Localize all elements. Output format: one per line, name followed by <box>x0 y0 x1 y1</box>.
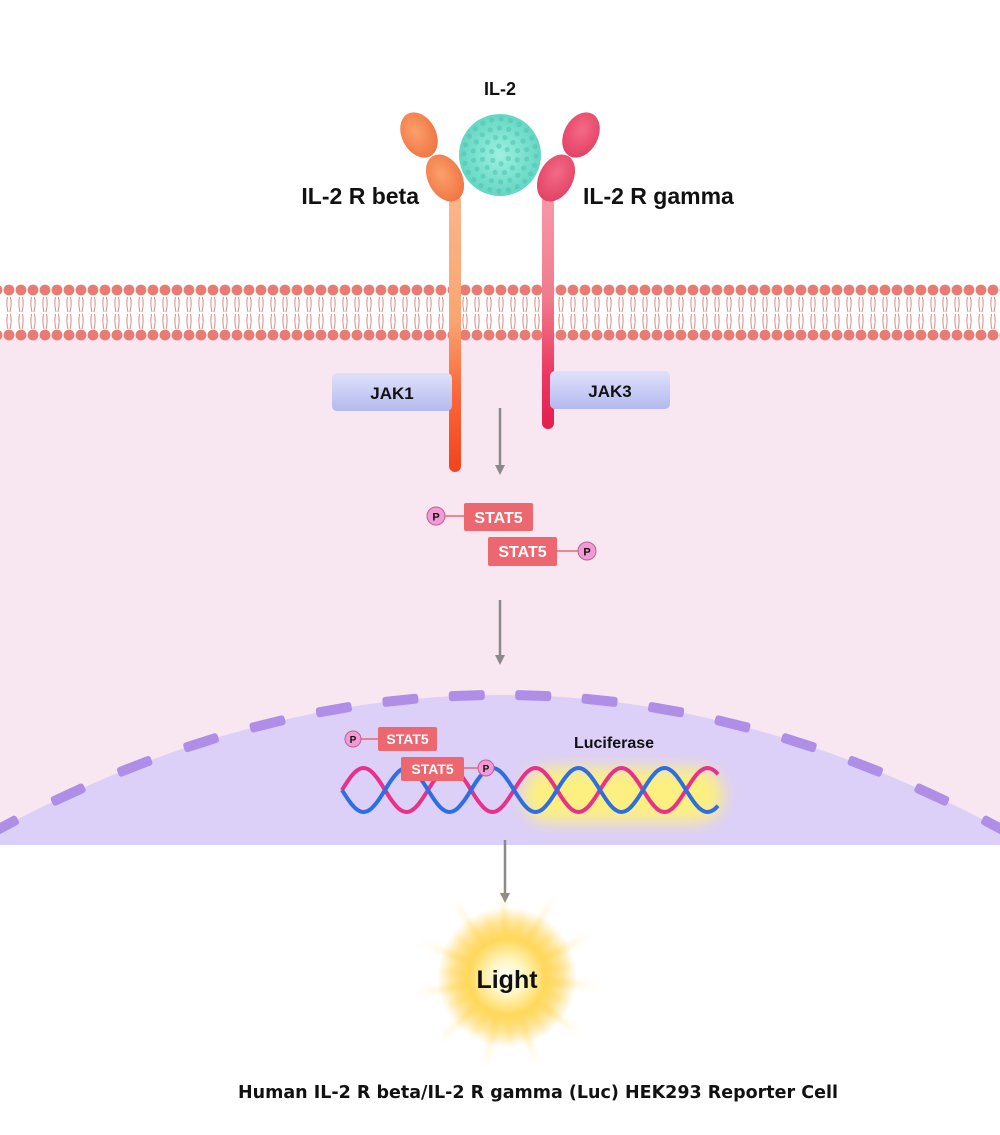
phospho-circle <box>477 759 495 777</box>
envelope-segment <box>647 702 685 718</box>
envelope-segment <box>714 715 751 733</box>
envelope-segment <box>315 702 353 718</box>
receptor-gamma-label: IL-2 R gamma <box>583 183 734 209</box>
jak1-label: JAK1 <box>370 384 413 403</box>
stat5-label: STAT5 <box>498 544 546 561</box>
nuclear-envelope <box>0 690 1000 840</box>
stat5-label: STAT5 <box>386 731 428 747</box>
envelope-segment <box>515 690 552 702</box>
luciferase-label: Luciferase <box>574 735 654 752</box>
envelope-segment <box>847 755 884 777</box>
jak1-box: JAK1 <box>332 373 452 411</box>
phospho-label: P <box>350 735 357 746</box>
stat5-dimer-nucleus: P STAT5 STAT5 P <box>344 727 495 781</box>
envelope-segment <box>382 693 419 707</box>
envelope-segment <box>50 783 86 806</box>
receptor-beta-label: IL-2 R beta <box>301 183 419 209</box>
stat5-label: STAT5 <box>411 761 453 777</box>
phospho-label: P <box>583 547 590 559</box>
phospho-circle <box>426 506 446 526</box>
envelope-segment <box>0 815 19 840</box>
envelope-segment <box>581 693 618 707</box>
cell-membrane <box>0 283 1000 342</box>
stat5-box <box>378 727 437 751</box>
light-label: Light <box>476 966 538 994</box>
il2-r-gamma-receptor: IL-2 R gamma <box>536 112 734 429</box>
phospho-label: P <box>483 764 490 775</box>
stat5-box <box>401 757 464 781</box>
envelope-segment <box>183 733 219 753</box>
stat5-box <box>464 503 533 531</box>
stat5-box <box>488 537 557 566</box>
jak3-label: JAK3 <box>588 382 631 401</box>
envelope-segment <box>981 815 1000 840</box>
phospho-circle <box>344 730 362 748</box>
envelope-segment <box>914 783 950 806</box>
il2-ligand: IL-2 <box>459 79 541 196</box>
stat5-label: STAT5 <box>474 510 522 527</box>
envelope-segment <box>249 715 286 733</box>
ligand-label: IL-2 <box>484 79 516 99</box>
phospho-label: P <box>432 512 439 524</box>
phospho-circle <box>577 541 597 561</box>
envelope-segment <box>781 733 817 753</box>
stat5-dimer-cytoplasm: P STAT5 STAT5 P <box>426 503 597 566</box>
figure-caption: Human IL-2 R beta/IL-2 R gamma (Luc) HEK… <box>238 1083 838 1103</box>
envelope-segment <box>116 755 153 777</box>
jak3-box: JAK3 <box>550 371 670 409</box>
envelope-segment <box>448 690 485 702</box>
dna-strand-pink <box>340 765 720 815</box>
light-burst: Light <box>416 885 599 1067</box>
